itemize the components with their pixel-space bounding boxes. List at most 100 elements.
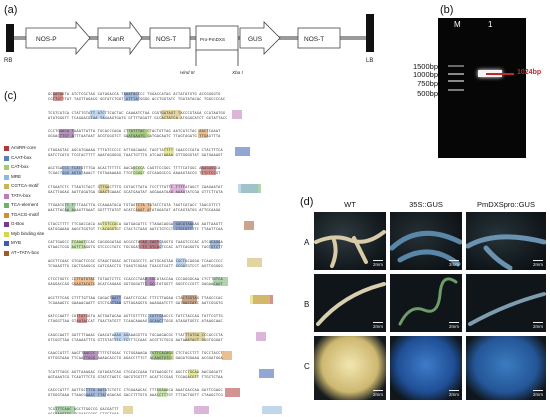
nos-p-arrow <box>25 20 91 56</box>
sequence-line: CGTTGTTTAT TAGTTAGACG GGTATCTGGT ATTTATG… <box>48 97 226 101</box>
ladder-label: 1500bp <box>412 62 438 71</box>
motif-highlight <box>210 239 220 249</box>
sequence-line: GATGGAAAA AAGCTGGTGT TCACAGGTGT CTACTCTA… <box>48 226 223 231</box>
pro-pmdxs-label: Pro-PmDXS <box>200 37 225 42</box>
motif-highlight <box>62 165 82 175</box>
legend-swatch <box>4 250 9 256</box>
motif-highlight <box>86 387 106 397</box>
legend-item: CAAT-box <box>4 155 50 165</box>
motif-highlight <box>232 110 242 119</box>
legend-item: AT~TATA-box <box>4 250 50 260</box>
sequence-line: CTAGGTTAA GTAATACCAT TGACTATGTT TCAACAAA… <box>48 319 223 323</box>
sequence-line: TCGTCATCA CTATTGTATT ATCTTCACTAC CAAAATC… <box>48 110 226 115</box>
legend-label: TCA-element <box>11 202 39 207</box>
lane-1-label: 1 <box>488 20 493 29</box>
nos-t2-label: NOS-T <box>304 36 324 43</box>
rb-border <box>6 24 14 52</box>
ladder-band <box>448 80 464 82</box>
sequence-line: GATCCAATT CATTATGGTA ACTGATACAA AGTTGTTT… <box>48 314 223 318</box>
ladder-label: 750bp <box>417 79 438 88</box>
legend-item: TGACG-motif <box>4 212 50 222</box>
motif-highlight <box>161 110 181 119</box>
gus-label: GUS <box>248 36 263 43</box>
photo-35s-leaf: 2mm <box>390 336 462 400</box>
sequence-line: GTAACTCGG AGTTTAGGTG GTCCCCTATC TGCGGATC… <box>48 245 223 249</box>
sequence-line: CTACCTTTT TTCGACCACA AGTGTCCACA GATGAGAT… <box>48 221 223 226</box>
legend-swatch <box>4 231 9 237</box>
panel-label-a: (a) <box>4 4 18 16</box>
motif-highlight <box>55 406 75 414</box>
ladder-band <box>448 73 464 75</box>
gel-image: M 1 <box>438 18 526 158</box>
legend-label: CGTCA-motif <box>11 183 39 188</box>
sequence-line: CTGAATCTC TTAATCTACT GTTGACTTTG CGTACTTA… <box>48 184 223 189</box>
sequence-line: GTTGGTAAA TTCAATTGGG AAAACACCTG AGACCTTT… <box>48 356 223 360</box>
motif-highlight <box>235 147 250 156</box>
sequence-line: TCGTTTCAAC AGCTTGGCCG GACGATTT <box>48 406 119 411</box>
motif-highlight <box>151 350 171 360</box>
row-label-b: B <box>304 300 310 309</box>
sequence-line: AGTAAATCG TCAATTTCTG GTATCTAGTC GACGTGGT… <box>48 374 223 379</box>
sequence-line: AGCTTTCAG CTTTTGTTAA CAGACTAATT CAATCTCC… <box>48 295 223 300</box>
nos-t1-label: NOS-T <box>156 36 176 43</box>
motif-highlight <box>136 202 151 212</box>
motif-highlight <box>127 128 147 138</box>
motif-highlight <box>157 387 167 397</box>
legend-swatch <box>4 146 9 151</box>
legend-item: AmiRR-core <box>4 145 50 155</box>
sequence-line: AACTTACAA AAAATTGAAT GGTTTTATGT ACATCAGA… <box>48 208 221 212</box>
lb-border <box>366 14 374 52</box>
motif-highlight <box>83 350 98 360</box>
legend-label: Myb binding site <box>11 230 45 236</box>
lane-m-label: M <box>454 20 461 29</box>
legend-item: CGTCA-motif <box>4 183 50 193</box>
motif-highlight <box>173 221 193 230</box>
motif-highlight <box>65 202 75 212</box>
motif-highlight <box>102 221 117 230</box>
photo-35s-root: 2mm <box>390 212 462 270</box>
legend-label: TATA-box <box>11 192 31 198</box>
sequence-line: TCATTTAGC AGTTAAAGAC CATAGATCAG CTGCACCA… <box>48 369 223 374</box>
nos-t2-box <box>297 27 341 49</box>
legend-label: CAAT-box <box>11 154 32 160</box>
scale-label: 2mm <box>449 324 459 329</box>
panel-label-b: (b) <box>440 4 454 16</box>
sequence-line: CAGCCAATT GATTTTAAAC CAACATAAAG AGAAAGGT… <box>48 332 223 337</box>
gus-staining-grid: WT 35S::GUS PmDXSpro::GUS A B C 2mm 2mm … <box>300 196 550 417</box>
legend-swatch <box>4 184 9 189</box>
motif-highlight <box>71 239 86 249</box>
motif-highlight <box>182 295 197 304</box>
sequence-line: GAGGACCAG GGAATACATG ACATCAGAAG GGTGGGAT… <box>48 282 223 286</box>
motif-highlight <box>198 128 208 138</box>
nos-p-label: NOS-P <box>36 36 57 43</box>
sequence-line: CATTGAGCC TCAAATCCAC CAGGGGATAG ACGCCTAG… <box>48 240 223 244</box>
photo-pmdxs-leaf: 2mm <box>466 336 546 400</box>
lb-label: LB <box>366 58 373 64</box>
promoter-sequence: GCAAGAATA ATCTCGCTAG CATAGACCA TAAATACCC… <box>48 92 296 414</box>
kanr-label: KanR <box>108 36 125 43</box>
scale-label: 2mm <box>533 324 543 329</box>
sequence-line: AGCAAAGTTG TCGAACCGGC CTGCTAAA <box>48 411 119 415</box>
motif-highlight <box>77 313 87 323</box>
legend-label: G-Box <box>11 221 25 226</box>
band-marker-line <box>486 73 514 75</box>
motif-highlight <box>262 406 282 414</box>
legend-label: AmiRR-core <box>11 145 37 150</box>
legend-swatch <box>4 193 9 199</box>
motif-highlight <box>247 258 262 267</box>
legend-item: MRE <box>4 174 50 184</box>
legend-item: TATA-box <box>4 193 50 203</box>
motif-highlight <box>188 369 198 378</box>
legend-swatch <box>4 222 9 227</box>
nos-t1-box <box>149 27 191 49</box>
sequence-line: CTAGAGTAC AGCATGAAAA TTTATCCCCC ATTGACAA… <box>48 147 223 152</box>
sequence-line: AGCTTCAAC GTGACTCCGC GTAGCTGGAC ACTCAGCC… <box>48 258 223 263</box>
motif-highlight <box>176 258 186 267</box>
sequence-line: ATATGGGTT TCAGAACGTAA TAGAAGTGATG GTTTTA… <box>48 115 228 120</box>
sequence-line: CTCCTGGTC CCTTATGTAC TGTAGTCTTC CCACCCTA… <box>48 277 223 281</box>
photo-pmdxs-stem: 2mm <box>466 274 546 332</box>
motif-highlight <box>59 128 74 138</box>
motif-highlight <box>222 350 232 360</box>
band-size-label: 1024bp <box>517 69 542 76</box>
